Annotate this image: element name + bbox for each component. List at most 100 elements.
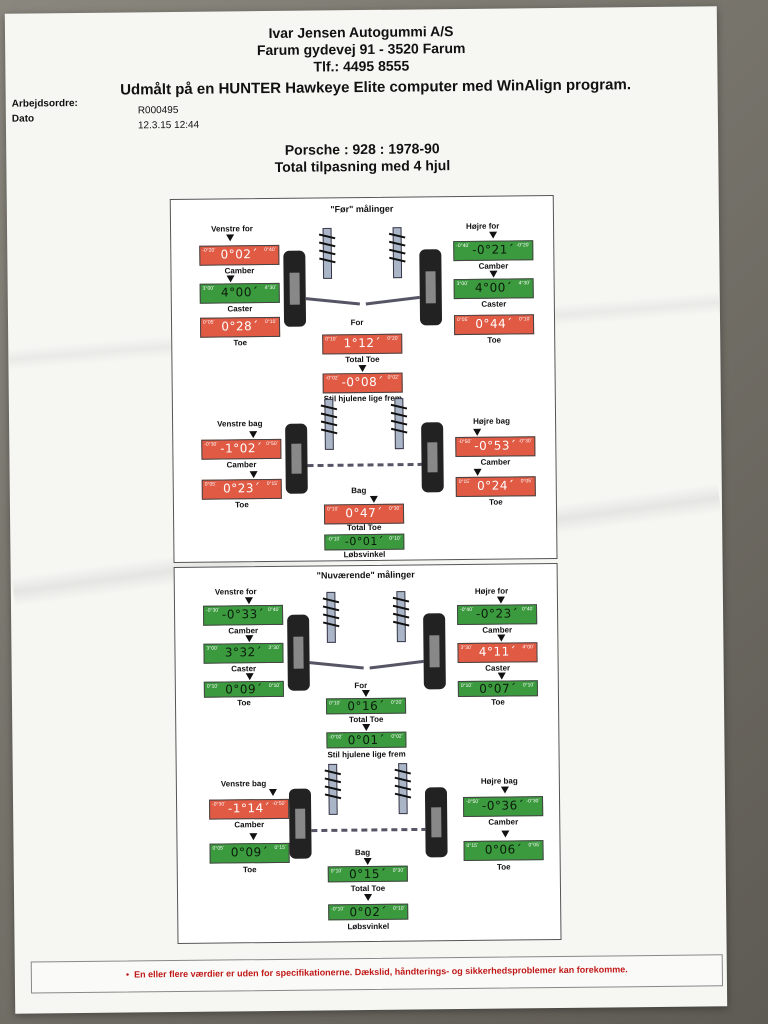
rear-right-label: Højre bag	[473, 416, 511, 426]
rear-suspension-diagram	[288, 763, 448, 859]
camber-caption: Camber	[488, 817, 519, 827]
left-rear-toe-gauge: 0°05´0°15´ 0°09´	[209, 842, 290, 864]
current-measurements-panel: "Nuværende" målinger Venstre for Højre f…	[173, 562, 562, 944]
camber-caption: Camber	[234, 820, 265, 830]
rear-total-toe-gauge: 0°10´0°30´ 0°15´	[327, 865, 408, 883]
gauge-value: 0°47´	[345, 505, 383, 521]
left-rear-toe-gauge: 0°05´0°15´ 0°23´	[201, 478, 282, 500]
gauge-value: -0°23´	[475, 606, 519, 621]
toe-caption: Toe	[487, 335, 502, 345]
right-rear-toe-gauge: 0°15´0°05´ 0°24´	[455, 476, 536, 498]
front-setback-gauge: -0°02´0°02´ 0°01´	[326, 731, 407, 749]
front-left-label: Venstre for	[211, 224, 253, 234]
camber-caption: Camber	[226, 460, 257, 470]
gauge-value: 0°09´	[230, 845, 269, 860]
left-rear-camber-gauge: -0°30´-0°50´ -1°14´	[209, 798, 290, 820]
gauge-value: -0°21´	[472, 242, 515, 257]
gauge-value: -0°08´	[341, 374, 384, 390]
right-rear-camber-gauge: -0°50´-0°30´ -0°36´	[463, 796, 544, 817]
gauge-value: 0°07´	[479, 681, 517, 696]
gauge-value: 0°09´	[225, 682, 263, 697]
toe-caption: Toe	[489, 497, 503, 507]
left-front-camber-gauge: -0°30´0°40´ -0°33´	[202, 604, 284, 626]
workorder-value: R000495	[137, 104, 179, 117]
total-toe-caption: Total Toe	[346, 522, 382, 533]
rear-right-label: Højre bag	[480, 776, 518, 786]
down-arrow-icon	[268, 788, 277, 797]
toe-caption: Toe	[233, 338, 248, 348]
alignment-report-sheet: Ivar Jensen Autogummi A/S Farum gydevej …	[4, 6, 728, 1014]
left-front-caster-gauge: 3°00´3°30´ 3°32´	[203, 642, 284, 664]
gauge-value: -0°33´	[221, 607, 265, 622]
rear-left-label: Venstre bag	[217, 419, 263, 429]
down-arrow-icon	[362, 723, 371, 732]
right-front-toe-gauge: 0°10´0°10´ 0°07´	[457, 680, 538, 698]
caster-caption: Caster	[227, 304, 253, 314]
caster-caption: Caster	[231, 664, 257, 674]
gauge-value: 0°15´	[349, 866, 387, 882]
date-label: Dato	[11, 113, 35, 125]
gauge-value: 4°11´	[478, 644, 517, 659]
rear-total-toe-gauge: 0°10´0°30´ 0°47´	[323, 503, 405, 525]
down-arrow-icon	[226, 234, 235, 242]
toe-caption: Toe	[237, 698, 251, 708]
right-rear-camber-gauge: -0°50´-0°30´ -0°53´	[455, 436, 536, 458]
down-arrow-icon	[497, 634, 506, 642]
down-arrow-icon	[249, 833, 258, 841]
warning-text: • En eller flere værdier er uden for spe…	[32, 963, 722, 980]
warning-bullet: •	[125, 969, 130, 980]
right-front-camber-gauge: -0°40´0°40´ -0°23´	[457, 604, 538, 626]
gauge-value: -0°01´	[344, 534, 384, 549]
left-front-toe-gauge: 0°05´0°10´ 0°28´	[199, 316, 281, 338]
down-arrow-icon	[501, 830, 510, 838]
warning-message: En eller flere værdier er uden for speci…	[134, 964, 628, 980]
down-arrow-icon	[245, 673, 254, 681]
total-toe-caption: Total Toe	[345, 354, 380, 365]
left-front-caster-gauge: 3°00´4°30´ 4°00´	[199, 282, 280, 304]
thrust-angle-caption: Løbsvinkel	[343, 549, 386, 560]
front-total-toe-gauge: 0°10´0°20´ 1°12´	[322, 333, 403, 355]
right-rear-toe-gauge: 0°15´0°05´ 0°06´	[463, 840, 544, 861]
gauge-value: 0°06´	[484, 842, 523, 857]
panel-title: "Nuværende" målinger	[316, 569, 415, 581]
front-axle-label: For	[350, 318, 364, 328]
gauge-value: 0°28´	[221, 319, 259, 334]
down-arrow-icon	[489, 231, 498, 239]
front-right-label: Højre for	[465, 221, 500, 231]
camber-caption: Camber	[480, 457, 511, 467]
front-axle-label: For	[354, 680, 368, 691]
date-value: 12.3.15 12:44	[137, 119, 200, 132]
gauge-value: 0°23´	[222, 481, 261, 496]
gauge-value: 0°02´	[349, 904, 387, 920]
down-arrow-icon	[249, 471, 258, 479]
workorder-label: Arbejdsordre:	[11, 97, 78, 110]
gauge-value: 4°00´	[220, 285, 259, 300]
gauge-value: -0°53´	[474, 438, 517, 453]
toe-caption: Toe	[242, 865, 257, 875]
down-arrow-icon	[497, 672, 506, 680]
right-front-camber-gauge: -0°40´-0°20´ -0°21´	[453, 240, 534, 262]
rear-thrust-angle-gauge: -0°10´0°10´ -0°01´	[324, 533, 405, 551]
down-arrow-icon	[369, 495, 378, 503]
front-right-label: Højre for	[474, 586, 509, 596]
down-arrow-icon	[361, 689, 370, 698]
front-suspension-diagram	[283, 227, 443, 327]
gauge-value: 1°12´	[343, 335, 382, 351]
down-arrow-icon	[244, 597, 253, 605]
gauge-value: 0°02´	[220, 247, 259, 262]
gauge-value: 3°32´	[224, 645, 263, 660]
gauge-value: 0°01´	[347, 732, 386, 748]
before-measurements-panel: "Før" målinger Venstre for Højre for -0°…	[169, 195, 558, 564]
left-front-camber-gauge: -0°20´0°40´ 0°02´	[199, 244, 280, 266]
down-arrow-icon	[363, 857, 372, 866]
panel-title: "Før" målinger	[330, 203, 394, 215]
rear-axle-label: Bag	[351, 485, 367, 496]
warning-box: • En eller flere værdier er uden for spe…	[30, 954, 724, 994]
toe-caption: Toe	[235, 500, 249, 510]
down-arrow-icon	[496, 596, 505, 604]
rear-axle-label: Bag	[354, 847, 371, 858]
rear-thrust-angle-gauge: -0°10´0°10´ 0°02´	[328, 903, 409, 921]
right-front-caster-gauge: 3°30´4°00´ 4°11´	[457, 642, 538, 664]
right-front-toe-gauge: 0°05´0°10´ 0°44´	[453, 314, 535, 336]
left-rear-camber-gauge: -0°30´0°50´ -1°02´	[201, 438, 282, 460]
